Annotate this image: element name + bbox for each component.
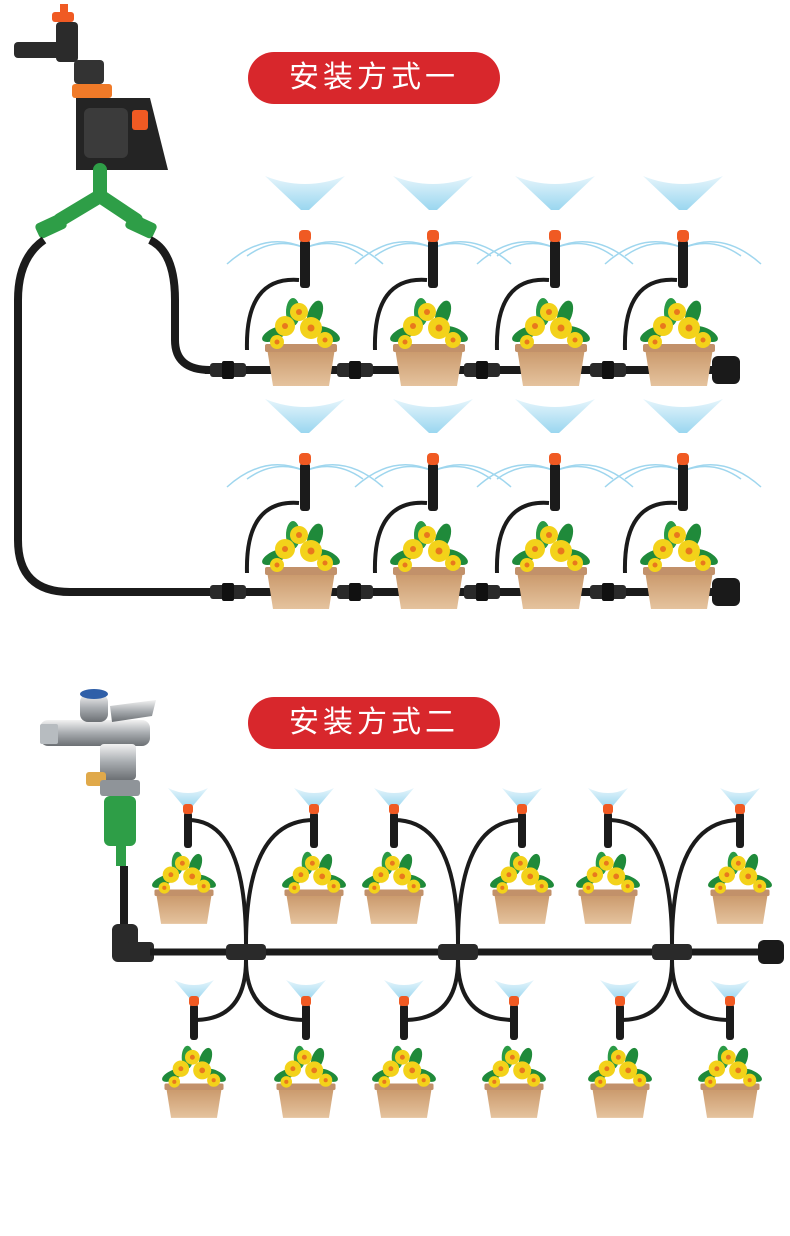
tee-connector-icon — [226, 944, 692, 960]
sprinkler-station — [227, 176, 383, 386]
quick-connector-icon — [100, 780, 140, 866]
valve-icon — [76, 98, 168, 170]
sprinkler-station — [605, 176, 761, 386]
end-plug-icon — [712, 356, 740, 606]
sprinkler-station — [227, 399, 383, 609]
section-one-title: 安装方式一 — [248, 52, 500, 104]
sprinkler-station — [355, 399, 511, 609]
sprinkler-station — [477, 176, 633, 386]
faucet-icon — [14, 4, 112, 98]
faucet-icon — [40, 689, 156, 786]
sprinkler-station — [477, 399, 633, 609]
section-two-diagram — [40, 689, 784, 1118]
sprinkler-station — [605, 399, 761, 609]
sprinkler-station — [355, 176, 511, 386]
sprinkler-station-row-lower — [160, 980, 764, 1118]
section-one-diagram — [14, 4, 761, 609]
section-two-title: 安装方式二 — [248, 697, 500, 749]
y-splitter-icon — [35, 163, 157, 239]
end-plug-icon — [758, 940, 784, 964]
elbow-connector-icon — [112, 924, 154, 962]
